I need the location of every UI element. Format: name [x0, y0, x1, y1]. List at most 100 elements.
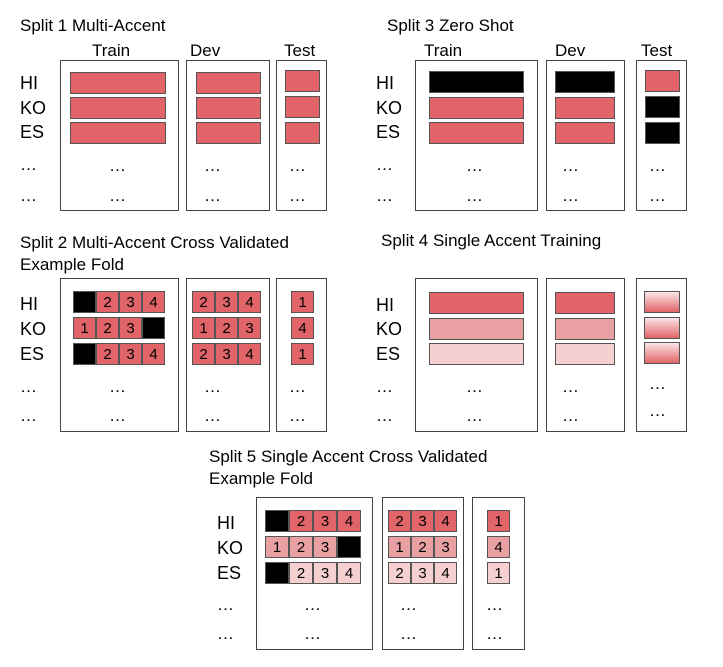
split-5-train-cell-ko-excluded — [337, 536, 361, 558]
split-3-test-header: Test — [641, 41, 673, 60]
split-5-test-cell-ko-fold: 4 — [487, 536, 510, 558]
split-3-title: Split 3 Zero Shot — [387, 16, 514, 35]
split-3-dev-bar-hi — [555, 71, 615, 93]
split-4-row-label-hi: HI — [376, 295, 394, 315]
split-1-train-bar-es — [70, 122, 166, 144]
split-2-train-box: 2 3 4 1 2 3 2 3 4 … … — [60, 278, 179, 432]
split-3-test-bar-ko — [645, 96, 680, 118]
split-3-dev-more: … — [562, 156, 580, 175]
split-1-train-more: … — [109, 156, 127, 175]
split-1-train-more: … — [109, 186, 127, 205]
split-2-train-cell-es-excluded — [73, 343, 96, 365]
split-1-dev-more: … — [204, 156, 222, 175]
split-3-train-bar-ko — [429, 97, 524, 119]
split-5-test-cell-hi-fold: 1 — [487, 510, 510, 532]
split-1-row-label-more: … — [20, 155, 38, 174]
split-2-row-label-more: … — [20, 406, 38, 425]
split-1-train-box: … … — [60, 60, 179, 211]
split-1-row-label-es: ES — [20, 122, 45, 142]
split-5-train-box: 2 3 4 1 2 3 2 3 4 … … — [256, 497, 373, 650]
split-2-train-cell-ko-fold: 3 — [119, 317, 142, 339]
split-1-test-header: Test — [284, 41, 316, 60]
split-5-dev-cell-es-fold: 3 — [411, 562, 434, 584]
split-5-row-label-hi: HI — [217, 513, 235, 533]
split-2-dev-more: … — [204, 377, 222, 396]
split-5-dev-cell-ko-fold: 1 — [388, 536, 411, 558]
split-2-train-more: … — [109, 377, 127, 396]
split-2-dev-more: … — [204, 406, 222, 425]
split-4-test-bar-ko — [644, 317, 680, 339]
split-2-row-label-es: ES — [20, 344, 45, 364]
split-5-dev-cell-hi-fold: 2 — [388, 510, 411, 532]
split-5-train-cell-es-excluded — [265, 562, 289, 584]
split-5-train-more: … — [304, 595, 322, 614]
split-1-test-bar-es — [285, 122, 320, 144]
split-5-dev-more: … — [400, 624, 418, 643]
split-1-test-bar-hi — [285, 70, 320, 92]
split-3-dev-box: … … — [546, 60, 625, 211]
split-5-row-label-more: … — [217, 624, 235, 643]
split-1-title: Split 1 Multi-Accent — [20, 16, 166, 35]
split-4-row-label-more: … — [376, 377, 394, 396]
split-4-test-bar-hi — [644, 291, 680, 313]
split-4-test-box: … … — [636, 278, 687, 432]
split-4-train-box: … … — [415, 278, 538, 432]
split-2-dev-cell-hi-fold: 4 — [238, 291, 261, 313]
split-3-row-label-hi: HI — [376, 73, 394, 93]
split-5-row-label-es: ES — [217, 563, 242, 583]
split-2-train-cell-es-fold: 4 — [142, 343, 165, 365]
split-2-dev-cell-ko-fold: 3 — [238, 317, 261, 339]
split-3-dev-header: Dev — [555, 41, 586, 60]
split-4-train-bar-ko — [429, 318, 524, 340]
split-4-test-bar-es — [644, 342, 680, 364]
split-1-train-header: Train — [92, 41, 131, 60]
split-3-row-label-es: ES — [376, 122, 401, 142]
split-2-dev-cell-es-fold: 4 — [238, 343, 261, 365]
split-4-row-label-ko: KO — [376, 319, 403, 339]
split-5-row-label-more: … — [217, 595, 235, 614]
split-3-test-box: … … — [636, 60, 687, 211]
split-5-title-line-2: Example Fold — [209, 469, 313, 488]
split-2-row-label-ko: KO — [20, 319, 47, 339]
split-5-train-cell-hi-fold: 3 — [313, 510, 337, 532]
split-3-row-label-more: … — [376, 155, 394, 174]
split-3-train-more: … — [466, 156, 484, 175]
split-5-dev-cell-es-fold: 4 — [434, 562, 457, 584]
split-5-train-cell-hi-excluded — [265, 510, 289, 532]
split-4-dev-more: … — [562, 406, 580, 425]
split-2-test-more: … — [289, 406, 307, 425]
split-2-train-cell-ko-fold: 1 — [73, 317, 96, 339]
split-3-dev-bar-es — [555, 122, 615, 144]
split-2-train-cell-ko-fold: 2 — [96, 317, 119, 339]
split-5-test-more: … — [486, 624, 504, 643]
split-5-test-more: … — [486, 595, 504, 614]
split-2-title-line-1: Split 2 Multi-Accent Cross Validated — [20, 233, 289, 252]
split-1-dev-more: … — [204, 186, 222, 205]
split-4-dev-box: … … — [546, 278, 625, 432]
split-4-dev-bar-es — [555, 343, 615, 365]
split-3-train-box: … … — [415, 60, 538, 211]
split-2-dev-cell-ko-fold: 1 — [192, 317, 215, 339]
split-4-dev-more: … — [562, 377, 580, 396]
split-3-row-label-ko: KO — [376, 98, 403, 118]
split-4-title: Split 4 Single Accent Training — [381, 231, 602, 250]
split-2-dev-cell-hi-fold: 2 — [192, 291, 215, 313]
split-5-dev-cell-es-fold: 2 — [388, 562, 411, 584]
split-4-train-more: … — [466, 406, 484, 425]
split-5-dev-cell-ko-fold: 2 — [411, 536, 434, 558]
split-2-row-label-more: … — [20, 377, 38, 396]
split-2-train-cell-hi-excluded — [73, 291, 96, 313]
split-2-row-label-hi: HI — [20, 294, 38, 314]
split-2-dev-box: 2 3 4 1 2 3 2 3 4 … … — [186, 278, 270, 432]
split-1-dev-header: Dev — [190, 41, 221, 60]
split-1-row-label-ko: KO — [20, 98, 47, 118]
split-4-dev-bar-hi — [555, 292, 615, 314]
split-2-train-more: … — [109, 406, 127, 425]
split-1-row-label-more: … — [20, 186, 38, 205]
split-5-dev-more: … — [400, 595, 418, 614]
split-5-row-label-ko: KO — [217, 538, 244, 558]
split-2-dev-cell-es-fold: 2 — [192, 343, 215, 365]
split-5-dev-cell-hi-fold: 3 — [411, 510, 434, 532]
split-2-train-cell-es-fold: 2 — [96, 343, 119, 365]
split-2-test-more: … — [289, 377, 307, 396]
